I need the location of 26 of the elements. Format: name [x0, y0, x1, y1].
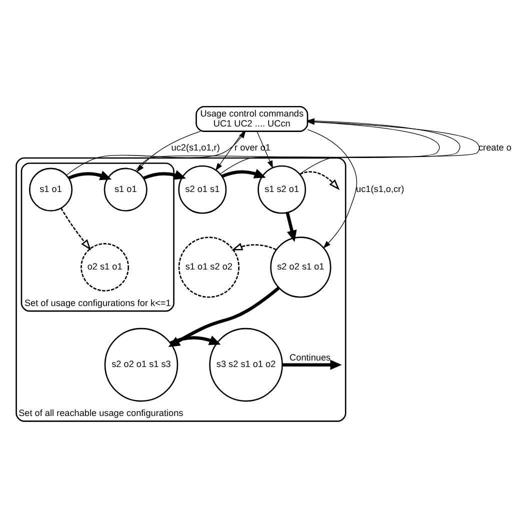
- arrow: [256, 130, 273, 168]
- node-circle: o2 s1 o1: [80, 242, 130, 291]
- arrow: [143, 170, 186, 180]
- node-circle: s2 o1 s1: [178, 164, 227, 214]
- node-circle: s1 o1: [28, 167, 73, 211]
- arrow: [307, 128, 358, 248]
- arrow: [136, 130, 201, 172]
- arrow: [286, 212, 297, 242]
- node-box: Usage control commands UC1 UC2 .... UCcn: [196, 105, 308, 132]
- node-circle: s2 o2 o1 s1 s3: [104, 327, 178, 402]
- edge-label: uc1(s1,o,cr): [356, 183, 404, 194]
- edge-label: uc2(s1,o1,r): [171, 142, 220, 152]
- arrow: [60, 207, 92, 250]
- arrow: [170, 335, 221, 344]
- node-circle: s1 s2 o1: [258, 164, 306, 214]
- edge-label: Continues: [290, 352, 331, 362]
- arrow: [215, 130, 244, 170]
- arrow: [68, 170, 112, 180]
- arrow: [282, 359, 342, 370]
- arrow: [168, 286, 280, 346]
- node-circle: s1 o1 s2 o2: [178, 236, 240, 298]
- arrow: [66, 130, 246, 175]
- node-circle: s1 o1: [104, 167, 148, 211]
- arrow: [231, 242, 276, 250]
- arrow: [300, 170, 340, 190]
- arrow: [222, 168, 266, 178]
